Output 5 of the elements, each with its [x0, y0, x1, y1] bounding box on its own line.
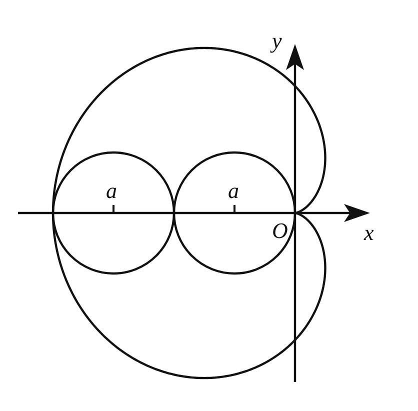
parameter-label: a — [106, 180, 117, 202]
axis-label: x — [364, 222, 374, 244]
parameter-label: a — [228, 180, 239, 202]
axis-label: y — [272, 30, 282, 52]
origin-label: O — [272, 220, 288, 242]
